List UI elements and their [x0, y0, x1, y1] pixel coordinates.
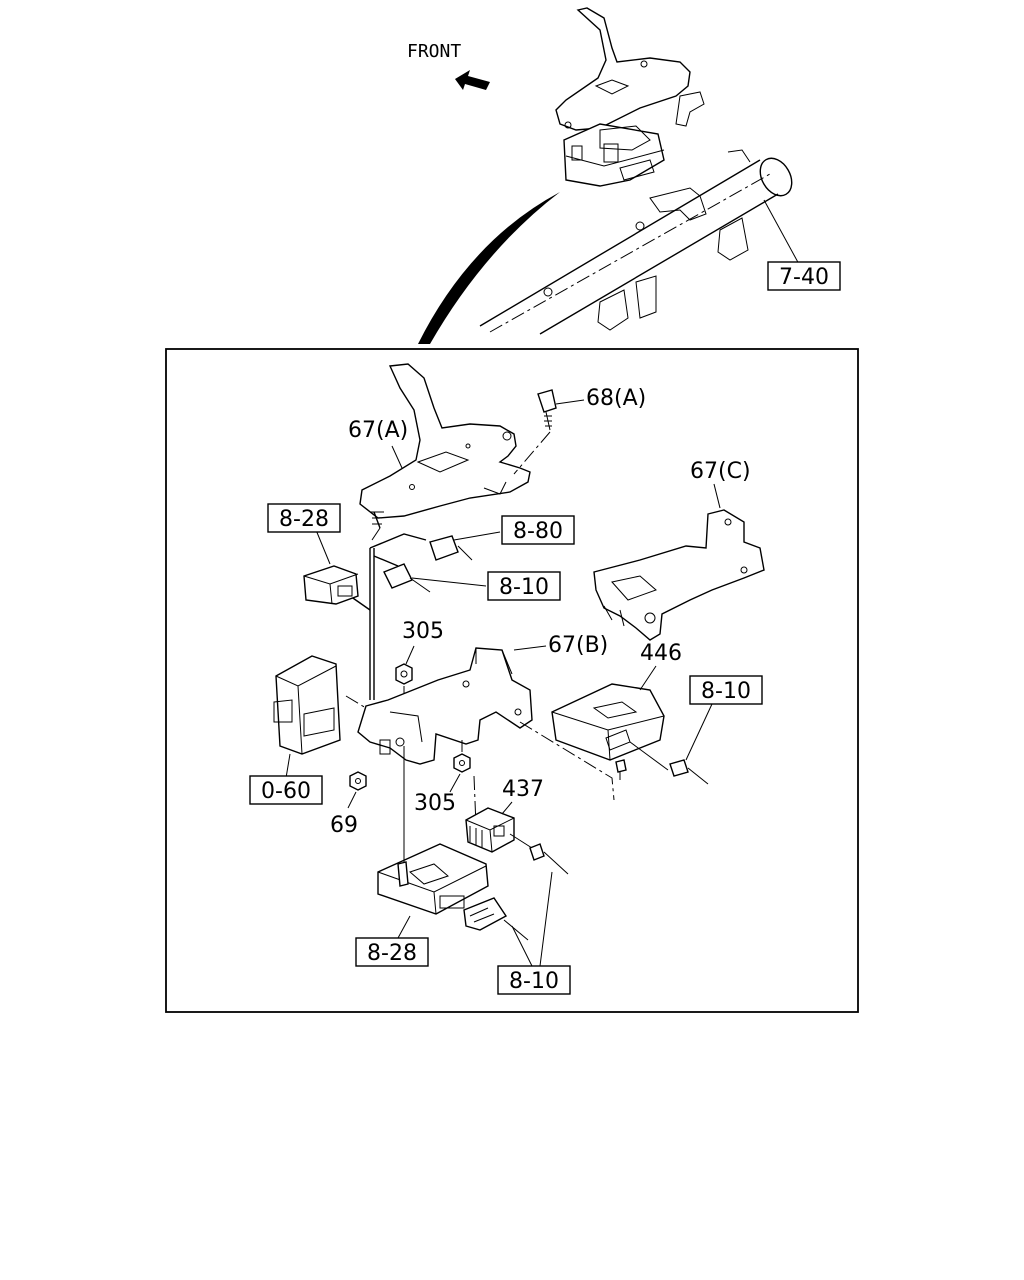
relay-437: 437	[465, 777, 569, 875]
ref-label-8-10-upper: 8-10	[499, 575, 549, 600]
module-0-60: 0-60	[249, 655, 341, 805]
module-8-28-bottom: 8-28	[355, 746, 489, 967]
nut-305-bottom: 305	[414, 740, 477, 827]
detail-frame	[165, 348, 859, 1013]
connector-8-10-right: 8-10	[669, 675, 763, 785]
ref-label-8-28-top: 8-28	[279, 507, 329, 532]
ref-label-8-10-bottom: 8-10	[509, 969, 559, 994]
part-label-67b: 67(B)	[548, 633, 608, 658]
ref-box-8-80	[501, 515, 575, 545]
part-label-67a: 67(A)	[348, 418, 408, 443]
connector-8-80: 8-80	[429, 515, 575, 561]
bolt-68a: 68(A)	[513, 386, 646, 475]
wiring-harness	[349, 527, 427, 700]
ref-box-8-28-top	[267, 503, 341, 533]
ref-box-7-40	[767, 261, 841, 291]
part-label-69: 69	[330, 813, 358, 838]
part-label-67c: 67(C)	[690, 459, 751, 484]
ref-box-8-10-upper	[487, 571, 561, 601]
ref-box-8-10-bottom	[497, 965, 571, 995]
part-label-68a: 68(A)	[586, 386, 646, 411]
overview-bracket	[555, 7, 691, 131]
part-label-437: 437	[502, 777, 544, 802]
connector-8-10-upper: 8-10	[383, 563, 561, 601]
front-label: FRONT	[407, 41, 461, 62]
bracket-67b: 67(B)	[345, 633, 615, 801]
ref-label-8-80: 8-80	[513, 519, 563, 544]
connector-8-10-bottom: 8-10	[463, 871, 571, 995]
bracket-67c: 67(C)	[593, 459, 765, 641]
ref-label-8-28-bottom: 8-28	[367, 941, 417, 966]
detail-arc	[418, 192, 560, 344]
ref-box-0-60	[249, 775, 323, 805]
ref-box-8-10-right	[689, 675, 763, 705]
ref-label-0-60: 0-60	[261, 779, 311, 804]
front-arrow-icon	[455, 70, 490, 90]
ref-box-8-28-bottom	[355, 937, 429, 967]
bracket-67a: 67(A)	[348, 363, 531, 529]
part-label-305-top: 305	[402, 619, 444, 644]
part-label-446: 446	[640, 641, 682, 666]
module-446: 446	[551, 641, 682, 780]
part-label-305-bottom: 305	[414, 791, 456, 816]
steering-column-tube-top	[479, 159, 761, 327]
ref-label-8-10-right: 8-10	[701, 679, 751, 704]
module-8-28-top: 8-28	[267, 503, 359, 605]
ref-label-7-40: 7-40	[779, 265, 829, 290]
overview-assembly: FRONT 7-40	[407, 7, 841, 344]
overview-module	[563, 123, 665, 187]
nut-69: 69	[330, 771, 367, 838]
